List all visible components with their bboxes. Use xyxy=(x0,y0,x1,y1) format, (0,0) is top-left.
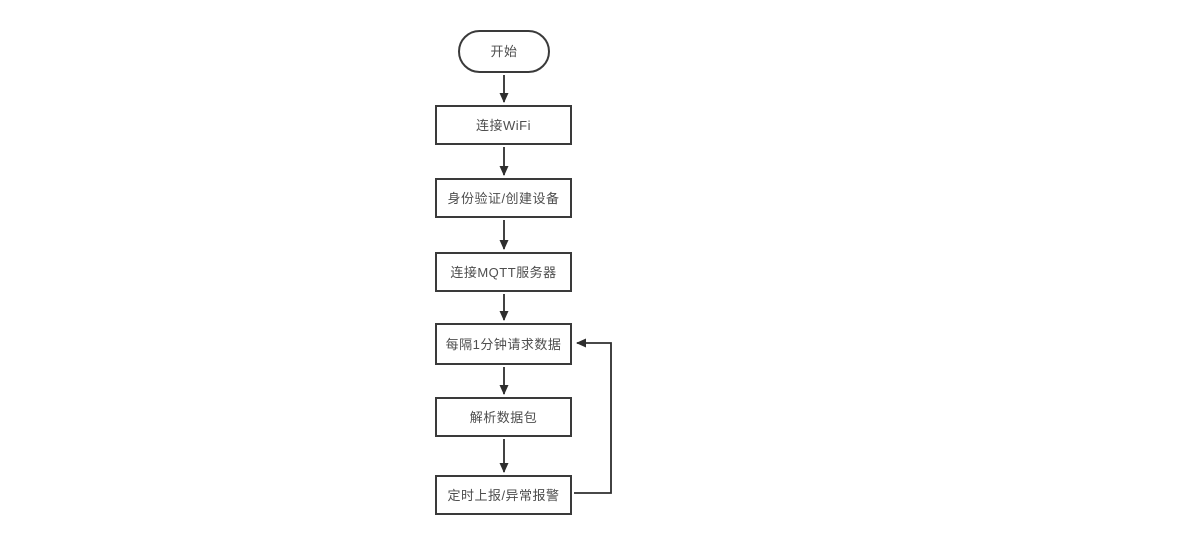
node-start: 开始 xyxy=(458,30,550,73)
node-scheduled-report-alarm-label: 定时上报/异常报警 xyxy=(447,487,560,503)
node-auth-create-device-label: 身份验证/创建设备 xyxy=(447,190,560,206)
node-connect-mqtt-server: 连接MQTT服务器 xyxy=(435,252,572,292)
node-parse-data-packet-label: 解析数据包 xyxy=(469,409,538,425)
node-parse-data-packet: 解析数据包 xyxy=(435,397,572,437)
edge-loop-report-alarm-to-request-data xyxy=(574,338,612,494)
node-auth-create-device: 身份验证/创建设备 xyxy=(435,178,572,218)
node-request-data-every-minute-label: 每隔1分钟请求数据 xyxy=(445,336,562,352)
node-scheduled-report-alarm: 定时上报/异常报警 xyxy=(435,475,572,515)
node-request-data-every-minute: 每隔1分钟请求数据 xyxy=(435,323,572,365)
node-connect-wifi: 连接WiFi xyxy=(435,105,572,145)
node-connect-mqtt-server-label: 连接MQTT服务器 xyxy=(450,264,557,280)
node-start-label: 开始 xyxy=(490,44,518,59)
node-connect-wifi-label: 连接WiFi xyxy=(476,117,531,133)
